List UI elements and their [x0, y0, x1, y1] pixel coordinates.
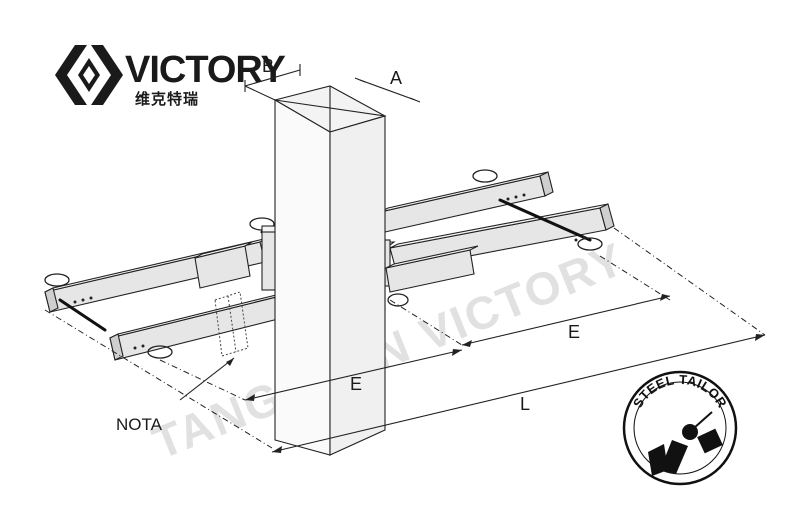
- dimension-e-left: E: [159, 349, 463, 401]
- steel-tailor-badge: STEEL TAILOR: [622, 370, 738, 486]
- nota-label: NOTA: [116, 415, 163, 434]
- nota-detail-outline: [214, 291, 249, 357]
- victory-logo: VICTORY 维克特瑞: [55, 45, 286, 108]
- dimension-a-label: A: [390, 68, 402, 88]
- dimension-b-label: B: [262, 56, 274, 76]
- dimension-e-right-label: E: [568, 322, 580, 342]
- dimension-b: B: [244, 56, 301, 101]
- logo-mark-icon: [55, 45, 123, 105]
- logo-subtitle: 维克特瑞: [135, 90, 199, 108]
- welder-icon: [648, 411, 723, 476]
- dimension-e-right: E: [389, 255, 671, 347]
- dimension-l: L: [44, 227, 766, 453]
- concrete-column: [273, 85, 387, 456]
- lifting-ring-icon: [577, 237, 603, 251]
- dimension-e-left-label: E: [350, 374, 362, 394]
- dimension-l-label: L: [520, 394, 530, 414]
- lifting-ring-icon: [44, 273, 70, 287]
- lifting-ring-icon: [387, 293, 409, 307]
- lifting-ring-icon: [472, 169, 498, 183]
- lifting-ring-icon: [147, 345, 173, 359]
- dimension-a: A: [354, 68, 421, 103]
- nota-callout: NOTA: [116, 357, 235, 434]
- logo-brand-text: VICTORY: [125, 49, 285, 91]
